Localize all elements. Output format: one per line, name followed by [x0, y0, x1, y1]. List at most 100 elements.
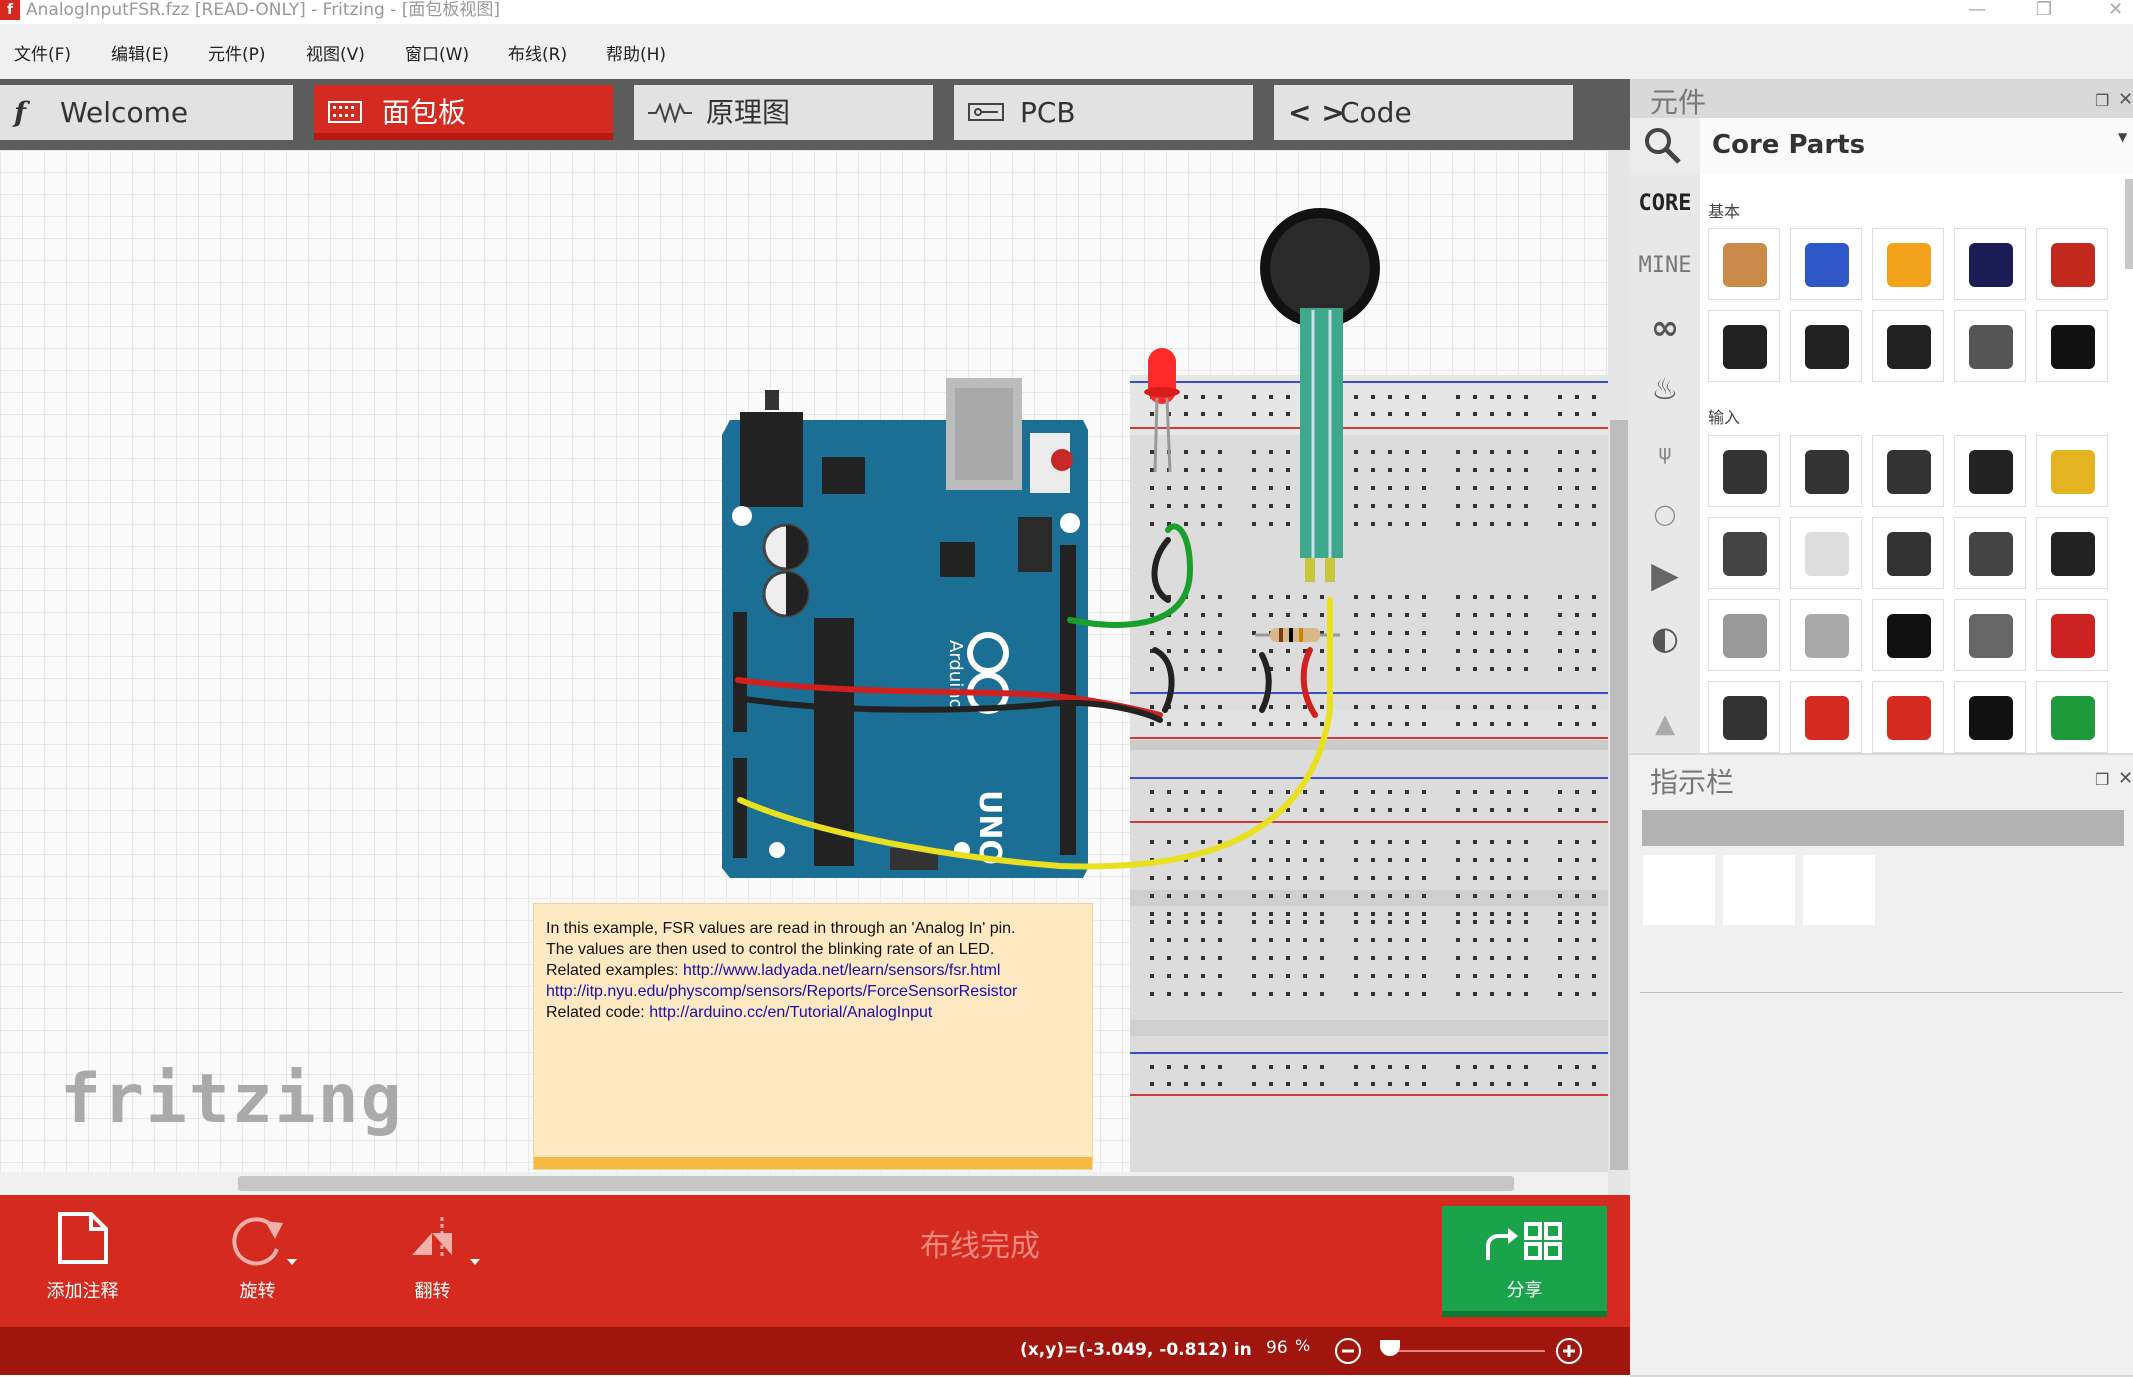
note-link-ladyada[interactable]: http://www.ladyada.net/learn/sensors/fsr… — [682, 962, 1001, 979]
fsr-part[interactable] — [1872, 599, 1944, 671]
tilt-sensor-part[interactable] — [1790, 599, 1862, 671]
menu-parts[interactable]: 元件(P) — [208, 45, 266, 65]
breadboard-hole — [1286, 395, 1290, 399]
zoom-out-icon[interactable] — [1334, 1337, 1362, 1365]
breadboard-hole — [1184, 974, 1188, 978]
potentiometer-part[interactable] — [1708, 435, 1780, 507]
electrolytic-capacitor-part[interactable] — [1872, 228, 1944, 300]
breadboard-canvas[interactable]: UNO Arduino — [0, 150, 1608, 1195]
scroll-up-icon[interactable]: ▲ — [1655, 709, 1675, 739]
rotary-encoder-part[interactable] — [1708, 517, 1780, 589]
horizontal-scroll-thumb[interactable] — [238, 1176, 1514, 1191]
note-link-itp[interactable]: http://itp.nyu.edu/physcomp/sensors/Repo… — [546, 983, 1018, 1000]
mosfet-part[interactable] — [1954, 310, 2026, 382]
part-thumbnail — [1887, 243, 1931, 287]
temperature-sensor-part[interactable] — [1954, 681, 2026, 753]
breadboard-hole — [1456, 974, 1460, 978]
breadboard-hole — [1490, 894, 1494, 898]
breadboard-hole — [1252, 894, 1256, 898]
contrib-bin-icon[interactable]: ◐ — [1651, 619, 1679, 657]
green-module-part[interactable] — [2036, 681, 2108, 753]
breadboard-hole — [1201, 920, 1205, 924]
search-icon[interactable] — [1642, 125, 1682, 165]
slide-potentiometer-part[interactable] — [1872, 435, 1944, 507]
zoom-in-icon[interactable] — [1555, 1337, 1583, 1365]
add-note-button[interactable]: 添加注释 — [30, 1195, 135, 1327]
ultrasonic-part[interactable] — [1708, 681, 1780, 753]
breadboard-hole — [1524, 595, 1528, 599]
ir-sensor-part[interactable] — [2036, 599, 2108, 671]
parts-float-icon[interactable]: ❐ — [2095, 91, 2110, 110]
minimize-icon[interactable]: — — [1968, 0, 1986, 20]
joystick-part[interactable] — [1708, 599, 1780, 671]
zoom-slider-handle[interactable] — [1380, 1340, 1400, 1356]
rotate-icon — [232, 1217, 297, 1266]
arduino-bin-icon[interactable]: ∞ — [1650, 308, 1680, 348]
bin-tab-core[interactable]: CORE — [1638, 191, 1692, 216]
mystery-part[interactable] — [2036, 310, 2108, 382]
tab-pcb[interactable]: PCB — [954, 85, 1253, 140]
accelerometer-part[interactable] — [1790, 681, 1862, 753]
menu-routing[interactable]: 布线(R) — [508, 45, 568, 65]
ceramic-capacitor-part[interactable] — [1790, 228, 1862, 300]
example-note[interactable]: In this example, FSR values are read in … — [533, 903, 1093, 1170]
menu-file[interactable]: 文件(F) — [14, 45, 72, 65]
intel-bin-icon[interactable]: ◯ — [1653, 502, 1677, 526]
electrolytic-capacitor-2-part[interactable] — [1954, 228, 2026, 300]
flip-button[interactable]: 翻转 — [380, 1195, 485, 1327]
inspector-close-icon[interactable]: ✕ — [2118, 768, 2133, 789]
trimmer-part[interactable] — [1790, 435, 1862, 507]
light-sensor-part[interactable] — [2036, 435, 2108, 507]
sparkfun-board-part[interactable] — [1872, 681, 1944, 753]
keypad-part[interactable] — [1954, 435, 2026, 507]
pnp-transistor-part[interactable] — [1790, 310, 1862, 382]
inductor-part[interactable] — [2036, 228, 2108, 300]
menu-view[interactable]: 视图(V) — [306, 45, 365, 65]
breadboard-hole — [1405, 894, 1409, 898]
breadboard-hole — [1405, 631, 1409, 635]
parts-scroll-thumb[interactable] — [2125, 179, 2133, 269]
share-button[interactable]: 分享 — [1442, 1206, 1607, 1317]
flex-sensor-part[interactable] — [1954, 599, 2026, 671]
tab-schematic[interactable]: 原理图 — [634, 85, 933, 140]
rotate-button[interactable]: 旋转 — [205, 1195, 310, 1327]
breadboard-hole — [1388, 705, 1392, 709]
breadboard-hole — [1405, 395, 1409, 399]
dip-switch-part[interactable] — [1790, 517, 1862, 589]
parts-close-icon[interactable]: ✕ — [2118, 89, 2133, 110]
resistor-part[interactable] — [1708, 228, 1780, 300]
canvas-vertical-scrollbar[interactable] — [1608, 150, 1630, 1195]
slide-switch-part[interactable] — [2036, 517, 2108, 589]
breadboard-hole — [1320, 894, 1324, 898]
menu-edit[interactable]: 编辑(E) — [111, 45, 170, 65]
tab-welcome[interactable]: f Welcome — [0, 85, 293, 140]
seeed-bin-icon[interactable]: ψ — [1658, 440, 1672, 464]
bin-tab-mine[interactable]: MINE — [1638, 253, 1692, 278]
play-bin-icon[interactable]: ▶ — [1651, 555, 1679, 596]
diode-part[interactable] — [1708, 310, 1780, 382]
zoom-slider-track[interactable] — [1385, 1350, 1545, 1352]
breadboard-hole — [1218, 705, 1222, 709]
bin-selector[interactable]: Core Parts ▼ — [1700, 118, 2133, 173]
sparkfun-bin-icon[interactable]: ♨ — [1651, 372, 1679, 407]
zoom-level[interactable]: 96 — [1266, 1338, 1288, 1358]
part-thumbnail — [1887, 325, 1931, 369]
tab-breadboard[interactable]: 面包板 — [314, 85, 613, 140]
tactile-switch-part[interactable] — [1954, 517, 2026, 589]
canvas-horizontal-scrollbar[interactable] — [0, 1172, 1608, 1195]
inspector-schematic-preview — [1723, 855, 1795, 925]
pushbutton-part[interactable] — [1872, 517, 1944, 589]
breadboard-hole — [1371, 631, 1375, 635]
inspector-float-icon[interactable]: ❐ — [2095, 770, 2110, 789]
note-link-arduino[interactable]: http://arduino.cc/en/Tutorial/AnalogInpu… — [649, 1004, 933, 1021]
restore-icon[interactable]: ❐ — [2036, 0, 2053, 20]
tab-code[interactable]: < > Code — [1274, 85, 1573, 140]
vertical-scroll-thumb[interactable] — [1610, 420, 1628, 1170]
close-icon[interactable]: ✕ — [2108, 0, 2124, 20]
chevron-down-icon[interactable]: ▼ — [2118, 130, 2128, 144]
breadboard-hole — [1405, 1082, 1409, 1086]
npn-transistor-part[interactable] — [1872, 310, 1944, 382]
menu-window[interactable]: 窗口(W) — [405, 45, 470, 65]
breadboard-hole — [1252, 790, 1256, 794]
menu-help[interactable]: 帮助(H) — [606, 45, 667, 65]
